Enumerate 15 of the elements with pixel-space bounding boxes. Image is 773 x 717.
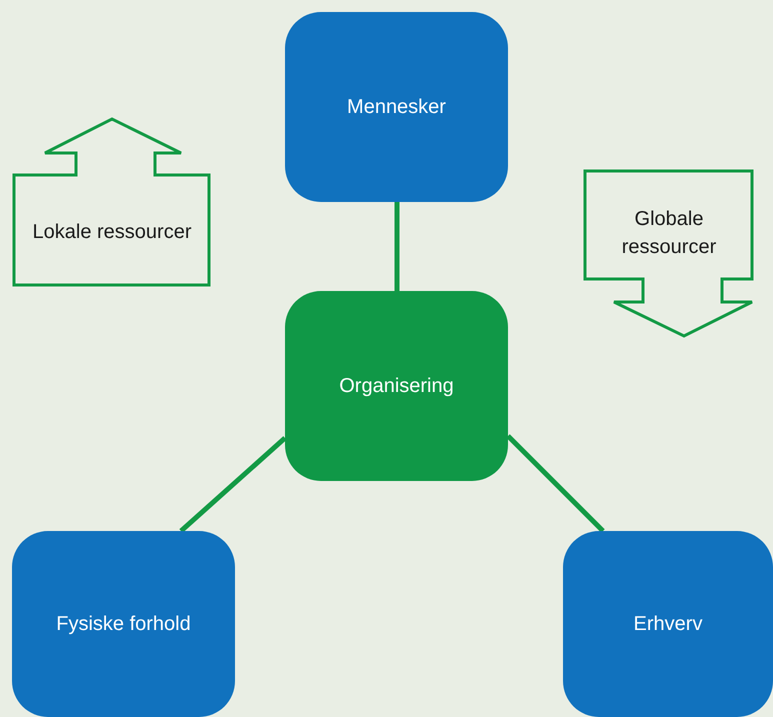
connector-line xyxy=(506,434,605,533)
down-arrow-shape xyxy=(583,169,755,339)
up-arrow-shape xyxy=(12,117,212,287)
rounded-box xyxy=(285,12,508,202)
node-label: Globale ressourcer xyxy=(620,207,718,260)
node-label: Fysiske forhold xyxy=(56,612,191,637)
rounded-box xyxy=(12,531,235,717)
connector-line xyxy=(179,436,287,533)
node-label: Lokale ressourcer xyxy=(32,220,192,245)
node-label: Erhverv xyxy=(634,612,702,637)
node-label: Mennesker xyxy=(347,95,446,120)
node-label: Organisering xyxy=(339,374,454,399)
connector-line xyxy=(394,202,400,291)
rounded-box xyxy=(563,531,773,717)
rounded-box xyxy=(285,291,508,481)
